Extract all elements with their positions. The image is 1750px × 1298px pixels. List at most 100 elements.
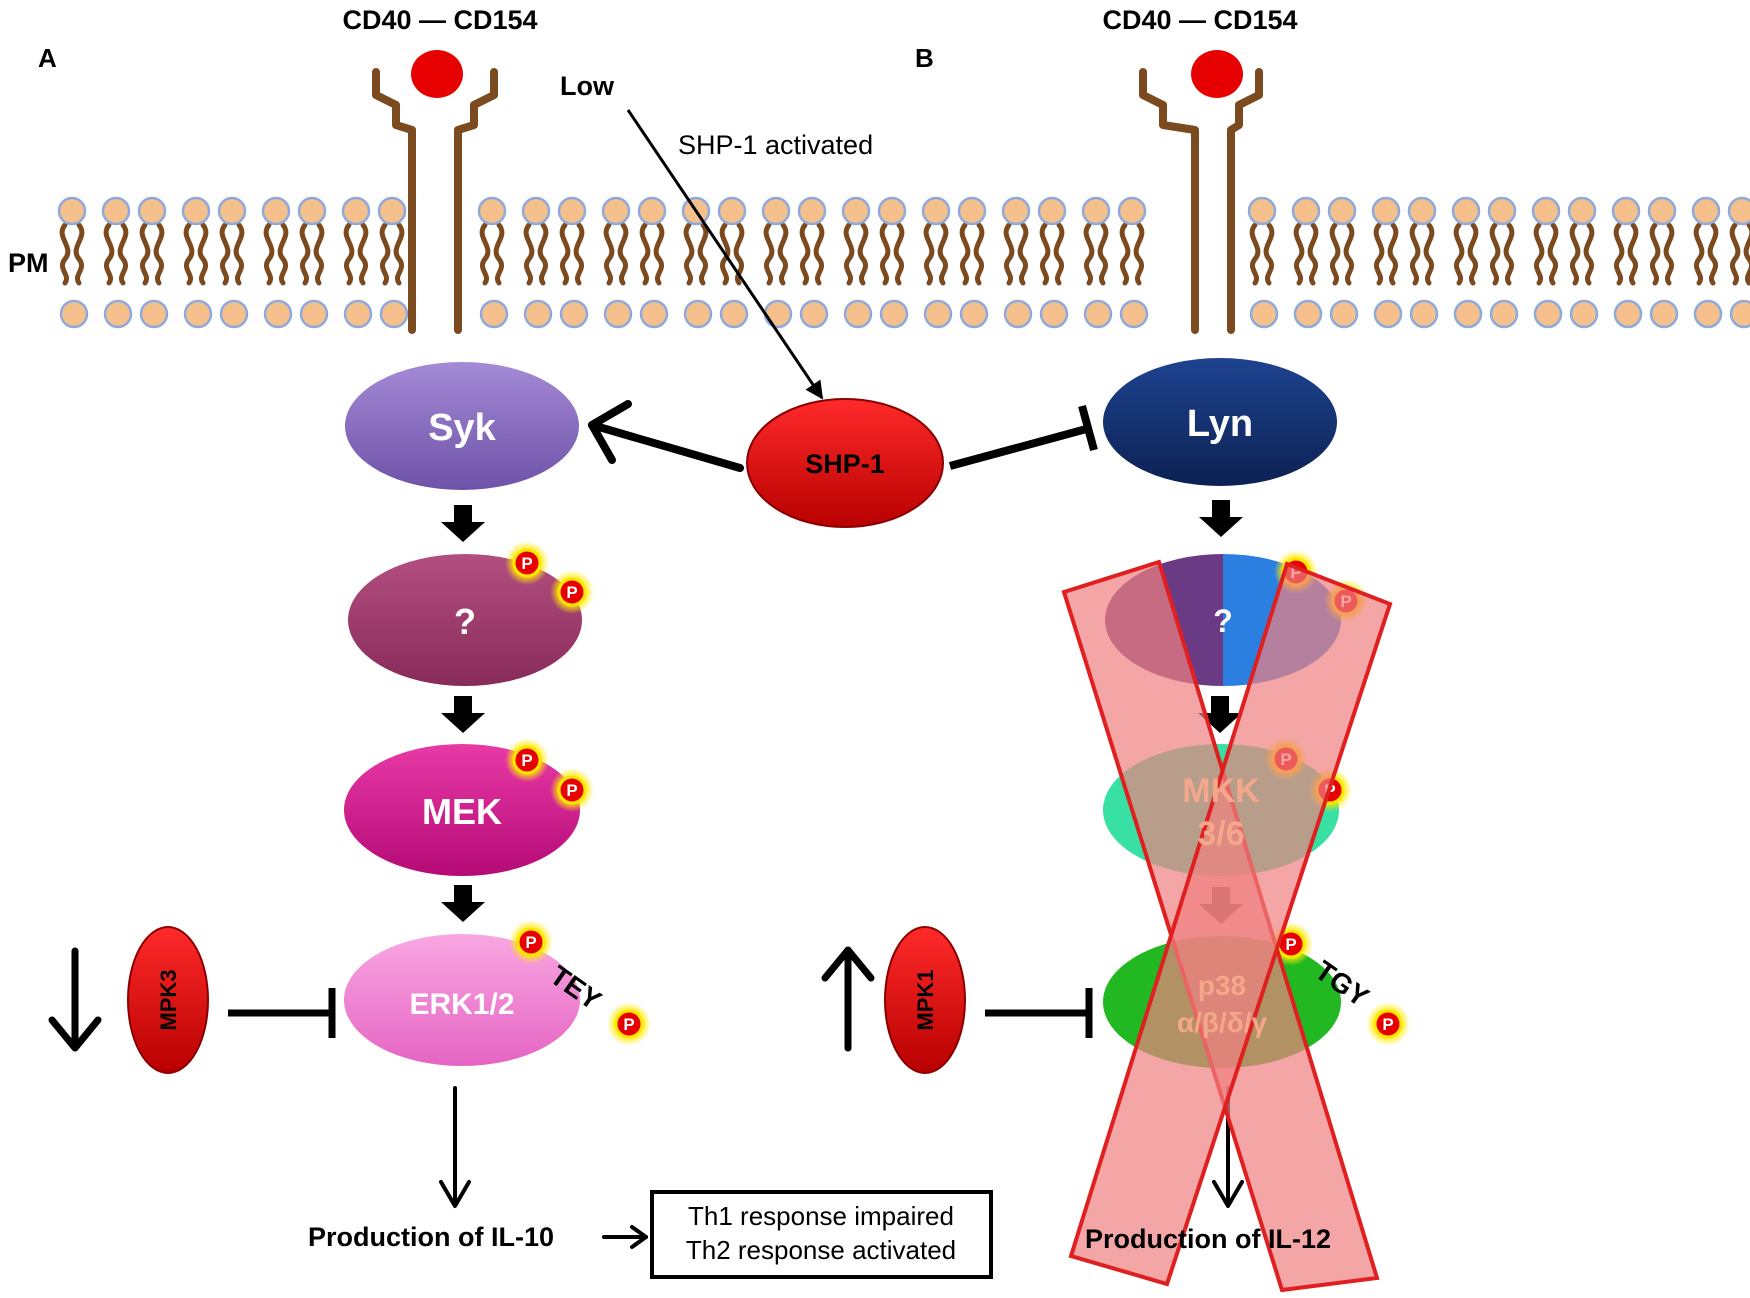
phospho-marker: P (550, 570, 594, 614)
lipid-head (521, 196, 551, 226)
lipid-head (1407, 196, 1437, 226)
lipid-head (219, 299, 249, 329)
lipid-head (1611, 196, 1641, 226)
svg-text:P: P (566, 583, 577, 602)
lipid-head (603, 299, 633, 329)
lipid-head (1371, 196, 1401, 226)
lipid-head (1327, 196, 1357, 226)
mpk3-node: MPK3 (127, 926, 209, 1074)
ligand-level-label: Low (560, 71, 615, 101)
lipid-head (797, 196, 827, 226)
mpk3-label: MPK3 (156, 969, 181, 1030)
lipid-head (559, 299, 589, 329)
lipid-head (1039, 299, 1069, 329)
lipid-head (1569, 299, 1599, 329)
svg-text:P: P (525, 933, 536, 952)
svg-text:P: P (566, 781, 577, 800)
lipid-head (717, 196, 747, 226)
mkk-label-line1: MKK (1182, 772, 1260, 810)
lipid-head (683, 299, 713, 329)
lipid-head (1729, 299, 1750, 329)
shp1-node: SHP-1 (746, 398, 944, 528)
mpk1-increase-arrow (821, 946, 875, 1052)
unknown-kinase-a: ? (348, 554, 582, 686)
svg-text:P: P (1382, 1015, 1393, 1034)
syk-node: Syk (345, 362, 579, 490)
lipid-head (137, 196, 167, 226)
il10-production-label: Production of IL-10 (308, 1222, 554, 1252)
shp1-inhibits-lyn (948, 404, 1098, 470)
lipid-head (1373, 299, 1403, 329)
lipid-head (843, 299, 873, 329)
lipid-head (183, 299, 213, 329)
lipid-head (1567, 196, 1597, 226)
lipid-head (299, 299, 329, 329)
lipid-head (1451, 196, 1481, 226)
lipid-head (1613, 299, 1643, 329)
lipid-head (1293, 299, 1323, 329)
lipid-head (377, 196, 407, 226)
block-arrow-syk-to-unknown (441, 505, 485, 542)
phospho-marker: P (550, 768, 594, 812)
shp1-activates-syk-arrow (588, 400, 744, 472)
lipid-head (1649, 299, 1679, 329)
lipid-head (1081, 196, 1111, 226)
lipid-head (139, 299, 169, 329)
p38-label-line1: p38 (1198, 970, 1246, 1001)
lipid-head (1291, 196, 1321, 226)
lipid-head (379, 299, 409, 329)
lyn-label: Lyn (1187, 403, 1253, 445)
lipid-head (297, 196, 327, 226)
lipid-head (261, 196, 291, 226)
lipid-head (959, 299, 989, 329)
membrane-label: PM (8, 248, 49, 278)
outcome-box (650, 1190, 993, 1279)
lipid-head (841, 196, 871, 226)
mpk1-label: MPK1 (913, 969, 938, 1030)
outcome-line-2: Th2 response activated (686, 1235, 956, 1265)
block-arrow-mek-to-erk (441, 885, 485, 922)
lipid-head (957, 196, 987, 226)
lipid-head (639, 299, 669, 329)
lipid-head (523, 299, 553, 329)
lipid-head (1247, 196, 1277, 226)
lipid-head (181, 196, 211, 226)
il12-production-label: Production of IL-12 (1085, 1224, 1331, 1254)
svg-text:P: P (623, 1015, 634, 1034)
lyn-node: Lyn (1103, 358, 1337, 486)
phospho-marker: P (505, 541, 549, 585)
receptor-label-b: CD40 — CD154 (1102, 5, 1297, 35)
lipid-head (1409, 299, 1439, 329)
cd154-ligand-b (1191, 50, 1243, 98)
lipid-head (799, 299, 829, 329)
lipid-head (1531, 196, 1561, 226)
mek-label: MEK (422, 791, 502, 832)
lipid-head (601, 196, 631, 226)
lipid-head (1003, 299, 1033, 329)
lipid-head (1693, 299, 1723, 329)
lipid-head (263, 299, 293, 329)
shp1-label: SHP-1 (805, 449, 885, 479)
lipid-head (343, 299, 373, 329)
lipid-head (1487, 196, 1517, 226)
lipid-head (1119, 299, 1149, 329)
lipid-head (341, 196, 371, 226)
block-arrow-unknown-to-mek (441, 696, 485, 733)
plasma-membrane (57, 196, 1750, 329)
unknown-kinase-b-label: ? (1213, 603, 1233, 639)
cd40-receptor-b (1139, 68, 1263, 334)
lipid-head (763, 299, 793, 329)
lipid-head (557, 196, 587, 226)
lipid-head (1329, 299, 1359, 329)
phospho-marker: P (607, 1002, 651, 1046)
lipid-head (101, 196, 131, 226)
cd40-receptor-a (372, 68, 498, 334)
erk-node: ERK1/2 (344, 934, 580, 1066)
lipid-head (1083, 299, 1113, 329)
lipid-head (719, 299, 749, 329)
block-arrow-unknown-to-mkk (1198, 696, 1242, 733)
lipid-head (637, 196, 667, 226)
lipid-head (57, 196, 87, 226)
svg-text:P: P (521, 751, 532, 770)
svg-text:P: P (521, 554, 532, 573)
